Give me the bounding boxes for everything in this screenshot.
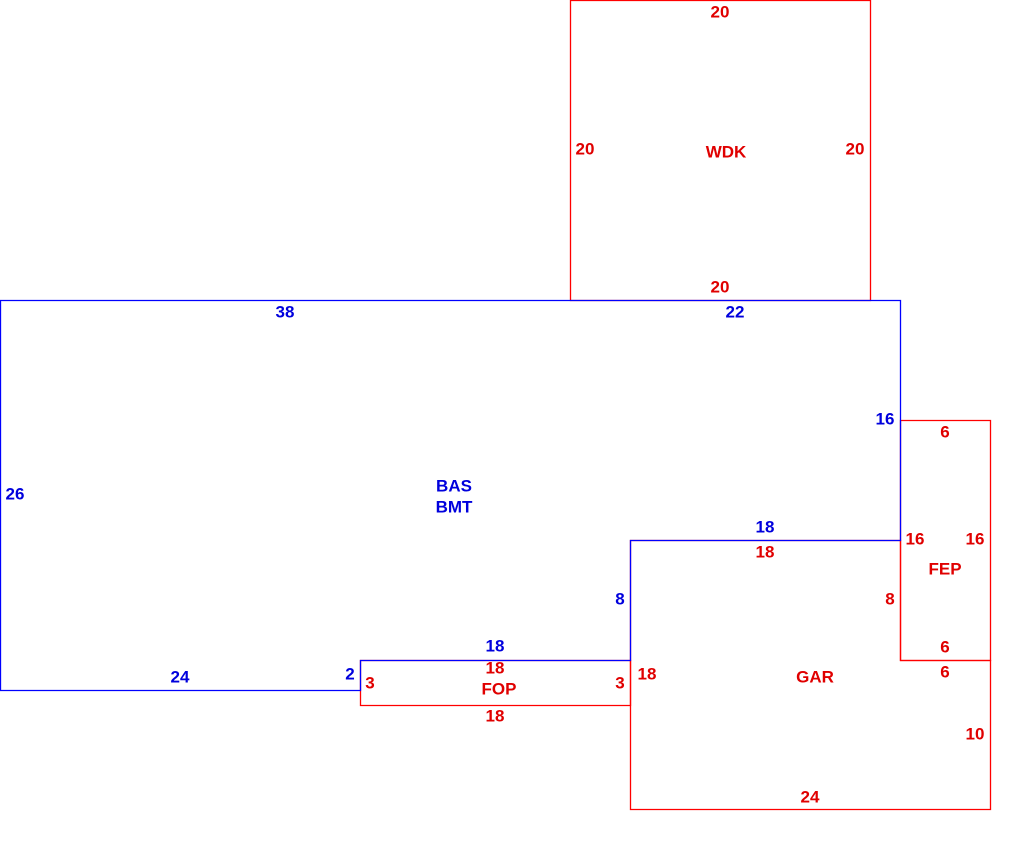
bas-outline: [0, 299, 902, 692]
fep-dim-right: 16: [966, 529, 985, 548]
bas-dim-notch-side: 8: [615, 589, 624, 608]
bas-label: BAS: [436, 476, 472, 495]
fep-dim-bottom: 6: [940, 637, 949, 656]
gar-dim-top: 18: [756, 542, 775, 561]
gar-dim-bottom: 24: [801, 787, 820, 806]
fop-label: FOP: [482, 679, 517, 698]
wdk-dim-left: 20: [576, 139, 595, 158]
wdk-label: WDK: [706, 142, 747, 161]
fop-dim-left: 3: [365, 673, 374, 692]
wdk-dim-bottom: 20: [711, 277, 730, 296]
bmt-label: BMT: [436, 497, 473, 516]
gar-dim-notch-side: 8: [885, 589, 894, 608]
fop-dim-right: 3: [615, 673, 624, 692]
bas-dim-notch-top: 18: [756, 517, 775, 536]
fep-dim-left: 16: [906, 529, 925, 548]
bas-dim-right: 16: [876, 409, 895, 428]
wdk-dim-right: 20: [846, 139, 865, 158]
gar-dim-left: 18: [638, 664, 657, 683]
wdk-dim-top: 20: [711, 2, 730, 21]
bas-dim-step-top: 18: [486, 636, 505, 655]
gar-dim-notch-bottom: 6: [940, 662, 949, 681]
fop-dim-top: 18: [486, 658, 505, 677]
bas-dim-bottom: 24: [171, 667, 190, 686]
gar-dim-right: 10: [966, 724, 985, 743]
bas-dim-left: 26: [6, 484, 25, 503]
bas-dim-top-left: 38: [276, 302, 295, 321]
gar-label: GAR: [796, 667, 834, 686]
fop-dim-bottom: 18: [486, 706, 505, 725]
bas-dim-top-right: 22: [726, 302, 745, 321]
bas-dim-step-side: 2: [345, 664, 354, 683]
fep-label: FEP: [928, 559, 961, 578]
fep-dim-top: 6: [940, 422, 949, 441]
